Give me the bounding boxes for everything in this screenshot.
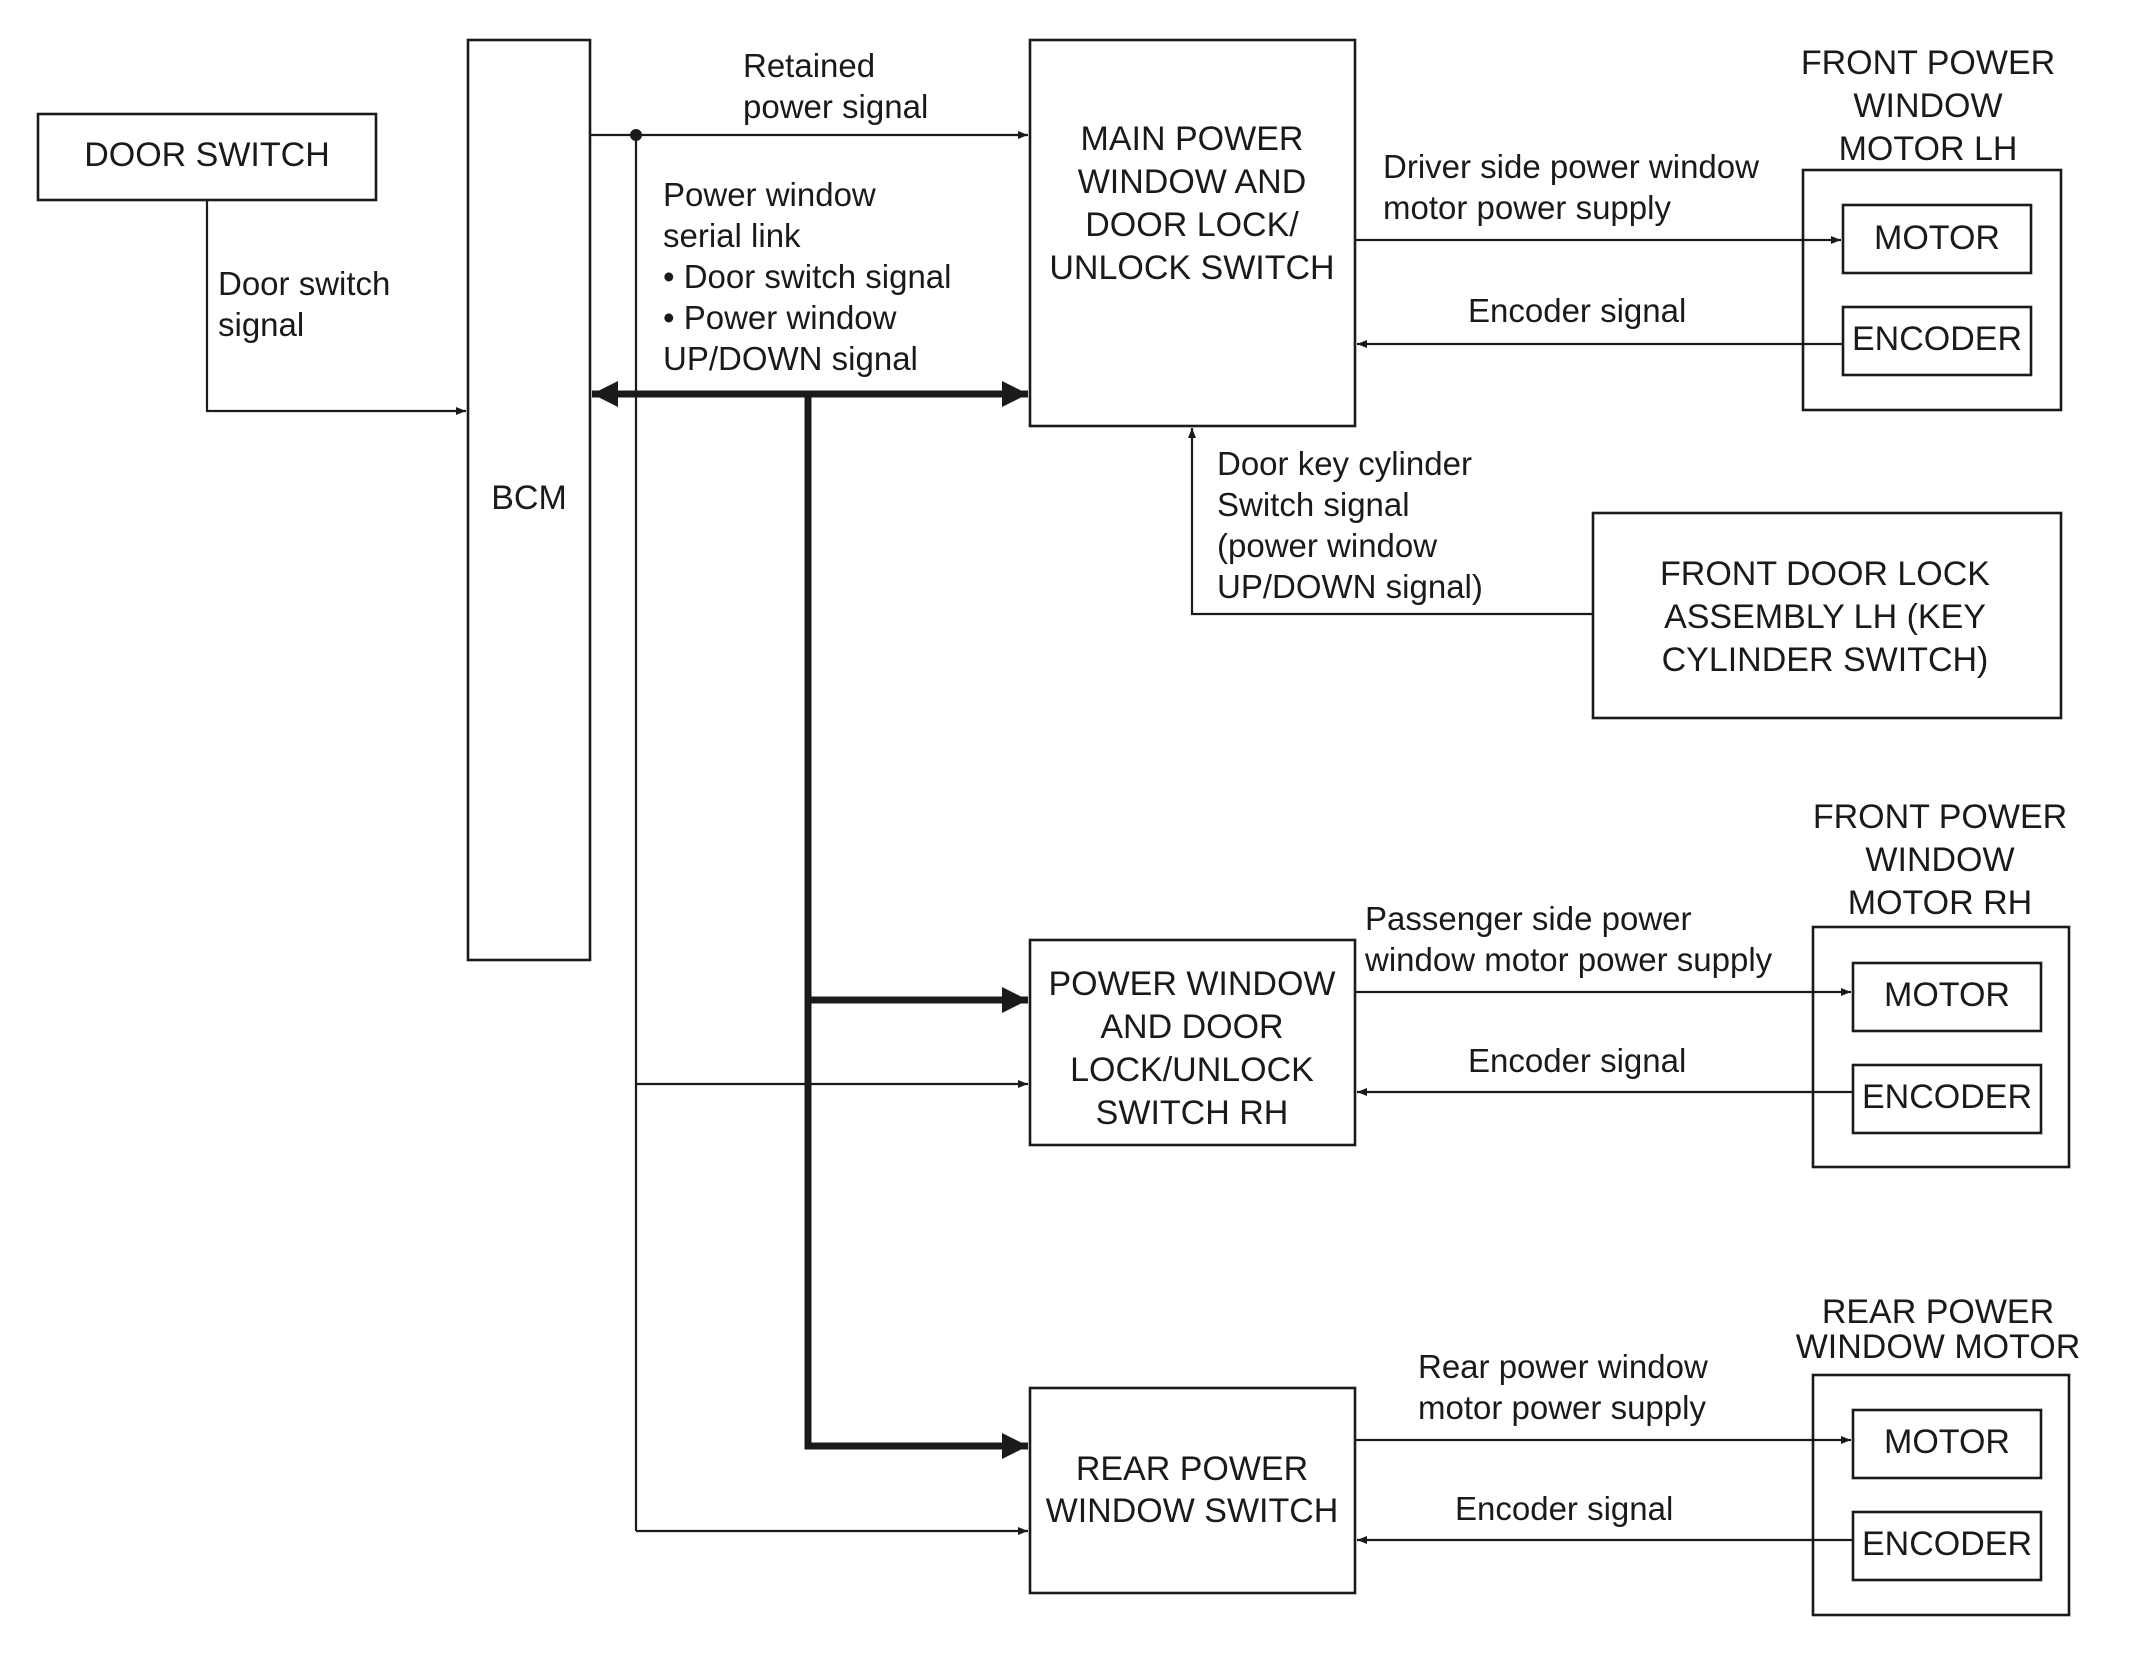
text-line: WINDOW xyxy=(1865,841,2014,879)
text-line: ENCODER xyxy=(1862,1078,2032,1116)
rh-motor-text: MOTOR xyxy=(1884,976,2010,1014)
rear-supply-label: Rear power window motor power supply xyxy=(1418,1348,1708,1426)
lh-motor-box xyxy=(1841,203,2033,275)
lh-motor-text: MOTOR xyxy=(1874,219,2000,257)
rear-power-window-switch-block: REAR POWER WINDOW SWITCH xyxy=(1028,1386,1357,1595)
text-line: window motor power supply xyxy=(1364,941,1773,978)
door-switch-signal-wire xyxy=(205,200,466,415)
rear-power-window-switch-text: REAR POWER WINDOW SWITCH xyxy=(1046,1450,1339,1530)
passenger-supply-label: Passenger side power window motor power s… xyxy=(1364,900,1773,978)
text-line: FRONT POWER xyxy=(1813,798,2067,836)
door-switch-signal-label: Door switch signal xyxy=(218,265,390,343)
text-line: POWER WINDOW xyxy=(1048,965,1335,1003)
text-line: Encoder signal xyxy=(1468,1042,1686,1079)
serial-link-label: Power window serial link • Door switch sig… xyxy=(663,176,952,377)
text-line: Power window xyxy=(663,176,876,213)
text-line: signal xyxy=(218,306,304,343)
text-line: REAR POWER xyxy=(1076,1450,1308,1488)
rear-motor-text: MOTOR xyxy=(1884,1423,2010,1461)
text-line: WINDOW AND xyxy=(1078,163,1307,201)
front-power-window-motor-rh-block: MOTOR ENCODER xyxy=(1811,925,2071,1169)
bcm-text: BCM xyxy=(491,479,567,517)
driver-supply-label: Driver side power window motor power supp… xyxy=(1383,148,1759,226)
text-line: LOCK/UNLOCK xyxy=(1070,1051,1314,1089)
text-line: UP/DOWN signal) xyxy=(1217,568,1483,605)
rh-motor-box xyxy=(1851,961,2043,1033)
text-line: power signal xyxy=(743,88,928,125)
front-power-window-motor-lh-block: MOTOR ENCODER xyxy=(1801,168,2063,412)
rh-encoder-text: ENCODER xyxy=(1862,1078,2032,1116)
text-line: WINDOW xyxy=(1853,87,2002,125)
text-line: serial link xyxy=(663,217,801,254)
rear-power-window-motor-block: MOTOR ENCODER xyxy=(1811,1373,2071,1617)
rear-encoder-text: ENCODER xyxy=(1862,1525,2032,1563)
main-power-window-switch-text: MAIN POWER WINDOW AND DOOR LOCK/UNLOCK SWI… xyxy=(1049,120,1334,287)
text-line: (power window xyxy=(1217,527,1437,564)
text-line: Driver side power window xyxy=(1383,148,1759,185)
text-line: MOTOR xyxy=(1884,976,2010,1014)
rear-encoder-box xyxy=(1851,1510,2043,1582)
front-power-window-motor-rh-title: FRONT POWER WINDOW MOTOR RH xyxy=(1813,798,2067,922)
text-line: Door key cylinder xyxy=(1217,445,1472,482)
front-power-window-motor-lh-title: FRONT POWER WINDOW MOTOR LH xyxy=(1801,44,2055,168)
bcm-block: BCM xyxy=(466,38,592,962)
rh-encoder-box xyxy=(1851,1063,2043,1135)
text-line: motor power supply xyxy=(1418,1389,1706,1426)
rear-motor-box xyxy=(1851,1408,2043,1480)
text-line: Encoder signal xyxy=(1468,292,1686,329)
text-line: SWITCH RH xyxy=(1096,1094,1289,1132)
text-line: MOTOR xyxy=(1874,219,2000,257)
door-switch-text: DOOR SWITCH xyxy=(84,136,330,174)
text-line: MOTOR xyxy=(1884,1423,2010,1461)
lh-encoder-text: ENCODER xyxy=(1852,320,2022,358)
text-line: Door switch xyxy=(218,265,390,302)
text-line: Retained xyxy=(743,47,875,84)
text-line: UP/DOWN signal xyxy=(663,340,918,377)
text-line: motor power supply xyxy=(1383,189,1671,226)
text-line: • Power window xyxy=(663,299,897,336)
text-line: FRONT POWER xyxy=(1801,44,2055,82)
text-line: Switch signal xyxy=(1217,486,1410,523)
text-line: Encoder signal xyxy=(1455,1490,1673,1527)
text-line: • Door switch signal xyxy=(663,258,952,295)
power-window-switch-rh-block: POWER WINDOW AND DOOR LOCK/UNLOCK SWITCH RH xyxy=(1028,938,1357,1147)
text-line: FRONT DOOR LOCK xyxy=(1660,555,1990,593)
text-line: AND DOOR xyxy=(1100,1008,1283,1046)
front-door-lock-assembly-text: FRONT DOOR LOCK ASSEMBLY LH (KEY CYLINDER … xyxy=(1660,555,1990,679)
power-window-switch-rh-text: POWER WINDOW AND DOOR LOCK/UNLOCK SWITCH RH xyxy=(1048,965,1335,1132)
text-line: CYLINDER SWITCH) xyxy=(1662,641,1989,679)
encoder-rear-label: Encoder signal xyxy=(1455,1490,1673,1527)
retained-power-label: Retained power signal xyxy=(743,47,928,125)
text-line: BCM xyxy=(491,479,567,517)
front-door-lock-assembly-block: FRONT DOOR LOCK ASSEMBLY LH (KEY CYLINDER … xyxy=(1591,511,2063,720)
text-line: Rear power window xyxy=(1418,1348,1708,1385)
key-cylinder-wire xyxy=(1188,428,1593,616)
text-line: MAIN POWER xyxy=(1081,120,1304,158)
text-line: UNLOCK SWITCH xyxy=(1049,249,1334,287)
text-line: ENCODER xyxy=(1852,320,2022,358)
text-line: DOOR LOCK/ xyxy=(1085,206,1299,244)
encoder-lh-label: Encoder signal xyxy=(1468,292,1686,329)
text-line: WINDOW SWITCH xyxy=(1046,1492,1339,1530)
text-line: DOOR SWITCH xyxy=(84,136,330,174)
text-line: REAR POWER xyxy=(1822,1293,2054,1331)
text-line: MOTOR LH xyxy=(1839,130,2018,168)
text-line: ASSEMBLY LH (KEY xyxy=(1664,598,1986,636)
encoder-rh-label: Encoder signal xyxy=(1468,1042,1686,1079)
text-line: ENCODER xyxy=(1862,1525,2032,1563)
text-line: Passenger side power xyxy=(1365,900,1692,937)
serial-link-bus-branch xyxy=(804,394,1028,1459)
main-power-window-switch-block: MAIN POWER WINDOW AND DOOR LOCK/UNLOCK SWI… xyxy=(1028,38,1357,428)
door-switch-block: DOOR SWITCH xyxy=(36,112,378,202)
lh-encoder-box xyxy=(1841,305,2033,377)
text-line: MOTOR RH xyxy=(1848,884,2032,922)
text-line: WINDOW MOTOR xyxy=(1796,1328,2081,1366)
